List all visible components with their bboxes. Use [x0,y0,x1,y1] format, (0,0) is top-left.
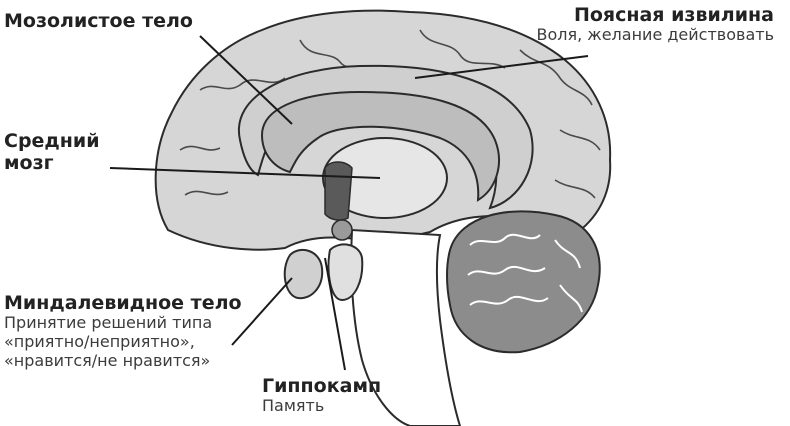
corpus-callosum-shape [260,90,500,202]
label-hippocampus: Гиппокамп Память [262,375,381,416]
leader-corpus-callosum [199,35,293,125]
pituitary [331,219,353,241]
leader-cingulate-gyrus [414,55,589,79]
amygdala-title: Миндалевидное тело [4,292,242,314]
amygdala-shape [283,248,324,300]
cingulate-gyrus-title: Поясная извилина [573,4,774,26]
amygdala-line3: «нравится/не нравится» [4,351,211,371]
label-cingulate-gyrus: Поясная извилина Воля, желание действова… [537,4,775,45]
leader-hippocampus [324,257,346,371]
cerebellum [446,210,601,354]
cerebellum-folds [467,233,583,313]
dark-region [324,161,353,221]
amygdala-line1: Принятие решений типа [4,313,213,333]
cingulate-gyrus-subtitle: Воля, желание действовать [536,25,775,45]
brainstem [350,228,462,426]
leader-amygdala [231,277,293,346]
label-amygdala: Миндалевидное тело Принятие решений типа… [4,292,242,371]
hippocampus-title: Гиппокамп [262,375,382,397]
label-corpus-callosum: Мозолистое тело [4,10,193,32]
leader-lines [109,35,589,371]
leader-midbrain [109,167,381,179]
amygdala-line2: «приятно/неприятно», [4,332,195,352]
midbrain-title-line1: Средний [4,130,100,152]
label-midbrain: Средний мозг [4,130,100,175]
midbrain-title-line2: мозг [4,152,54,175]
hippocampus-subtitle: Память [262,396,325,416]
corpus-callosum-title: Мозолистое тело [4,10,193,32]
midbrain-shape [322,137,448,219]
